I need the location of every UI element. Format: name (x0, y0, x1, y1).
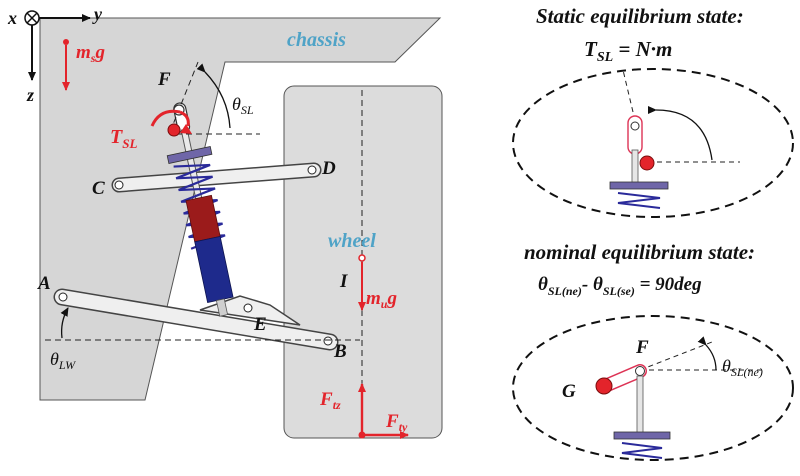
label-b: B (333, 341, 347, 362)
nominal-theta-label: θSL(ne) (722, 356, 763, 379)
nominal-label-g: G (562, 381, 576, 402)
nominal-title: nominal equilibrium state: (524, 240, 755, 264)
nominal-shock-detail (595, 336, 765, 459)
label-a: A (37, 273, 51, 294)
spring-seat-top (166, 146, 213, 164)
nominal-equation: θSL(ne)- θSL(se) = 90deg (538, 274, 702, 298)
static-title: Static equilibrium state: (536, 4, 744, 28)
x-axis-label: x (7, 8, 17, 28)
nominal-ellipse (512, 315, 794, 461)
label-i: I (339, 271, 348, 292)
label-f: F (157, 69, 171, 90)
label-d: D (321, 158, 336, 179)
damper-blue (194, 235, 234, 303)
joint-d (307, 165, 317, 175)
torque-arc (150, 109, 181, 127)
coordinate-axes: x y z (7, 4, 103, 105)
y-axis-label: y (92, 4, 103, 24)
sl-axis-line (169, 61, 199, 133)
theta-lw-label: θLW (50, 349, 76, 372)
static-ellipse (512, 68, 794, 218)
label-e: E (253, 314, 267, 335)
joint-c (114, 180, 124, 190)
t-sl-label: TSL (110, 126, 137, 151)
wheel-label: wheel (328, 230, 376, 252)
ftz-label: Ftz (319, 389, 341, 412)
joint-a (58, 292, 68, 302)
chassis-label: chassis (287, 29, 346, 51)
mu-g-label: mug (366, 288, 397, 311)
wheel-mass-point (358, 254, 366, 262)
label-c: C (92, 178, 105, 199)
joint-e (243, 303, 253, 313)
nominal-spring-seat (613, 431, 671, 440)
static-shock-detail (609, 69, 740, 209)
upper-mount-point (167, 123, 181, 137)
static-equation: TSL = N·m (584, 37, 672, 65)
joint-b (323, 336, 333, 346)
z-axis-label: z (26, 85, 34, 105)
theta-sl-label: θSL (232, 94, 254, 117)
shock-absorber (166, 102, 234, 317)
nominal-label-f: F (635, 337, 649, 358)
chassis-mass-point (63, 39, 69, 45)
fty-label: Fty (385, 411, 408, 434)
contact-point (358, 431, 366, 439)
theta-lw-arc (60, 307, 69, 339)
theta-sl-arc (196, 63, 231, 129)
static-spring-seat (609, 181, 669, 190)
ms-g-label: msg (76, 42, 105, 65)
